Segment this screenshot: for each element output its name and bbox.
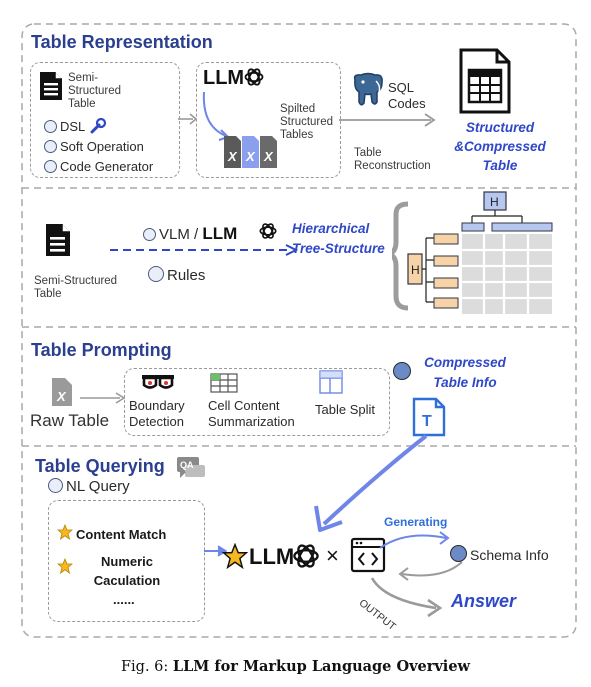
- tree-semi-structured-label: Semi-Structured Table: [34, 275, 118, 300]
- option-code-generator: Code Generator: [44, 159, 153, 174]
- glasses-icon: [142, 375, 174, 389]
- rep-llm-label: LLM: [203, 67, 245, 89]
- table-split-icon: [319, 370, 343, 394]
- rules-bullet-icon: [148, 266, 164, 282]
- compressed-bullet-icon: [393, 362, 411, 380]
- query-llm-label: LLM: [249, 544, 295, 569]
- query-content-match: Content Match: [76, 527, 167, 542]
- star-icon: [57, 558, 73, 574]
- prompting-steps-box: [124, 368, 390, 436]
- raw-table-file-icon: X: [52, 378, 72, 406]
- query-openai-logo-icon: [293, 544, 319, 568]
- caption-text: LLM for Markup Language Overview: [172, 658, 471, 675]
- svg-text:X: X: [227, 149, 238, 164]
- nl-query-bullet-icon: [48, 478, 63, 493]
- sql-codes-label: SQL Codes: [388, 80, 426, 111]
- prompting-arrow-1: [80, 392, 126, 404]
- split-files-icon: X X X: [224, 136, 277, 168]
- option-dsl-bullet-icon: [44, 120, 57, 133]
- rep-arrow-1: [178, 113, 198, 125]
- option-code-bullet-icon: [44, 160, 57, 173]
- schema-info-label: Schema Info: [450, 545, 549, 563]
- vlm-bullet-icon: [143, 228, 156, 241]
- rep-arrow-2: [339, 113, 436, 127]
- generating-label: Generating: [384, 515, 448, 529]
- structured-table-icon: [459, 48, 511, 114]
- option-soft-bullet-icon: [44, 140, 57, 153]
- openai-logo-icon: [244, 68, 264, 86]
- step-cell-summarization: Cell Content Summarization: [208, 398, 295, 429]
- code-window-icon: [350, 537, 386, 573]
- svg-text:X: X: [56, 389, 67, 404]
- reconstruction-label: Table Reconstruction: [354, 147, 431, 172]
- caption-prefix: Fig. 6:: [120, 659, 169, 675]
- document-icon: [40, 72, 62, 100]
- compressed-to-llm-arrow: [314, 434, 428, 532]
- schema-bullet-icon: [450, 545, 467, 562]
- rules-label: Rules: [148, 266, 205, 284]
- svg-text:T: T: [422, 413, 432, 430]
- generating-arrow: [379, 531, 450, 549]
- compressed-info-label: Compressed Table Info: [424, 355, 506, 390]
- vlm-llm-label: VLM / LLM: [143, 224, 237, 244]
- tree-diagram: H H: [392, 191, 553, 314]
- qa-chat-icon: QA: [177, 457, 205, 478]
- step-boundary-detection: Boundary Detection: [129, 398, 185, 429]
- rep-semi-structured-label: Semi-Structured Table: [68, 72, 122, 110]
- nl-query-label: NL Query: [48, 478, 130, 495]
- tree-document-icon: [46, 224, 70, 256]
- figure-caption: Fig. 6: LLM for Markup Language Overview: [0, 658, 591, 675]
- svg-text:X: X: [245, 149, 256, 164]
- query-numeric-calculation: Numeric Caculation: [93, 554, 161, 588]
- times-symbol: ×: [326, 543, 339, 568]
- svg-text:H: H: [490, 195, 499, 209]
- step-table-split: Table Split: [315, 402, 375, 417]
- structured-compressed-label: Structured &Compressed Table: [454, 120, 546, 173]
- svg-text:H: H: [411, 263, 420, 277]
- split-tables-label: Spilted Structured Tables: [280, 103, 334, 141]
- tree-dashed-arrow: [110, 244, 298, 256]
- svg-text:X: X: [263, 149, 274, 164]
- output-arrow: [370, 577, 443, 618]
- wrench-icon: [90, 117, 107, 134]
- tree-openai-logo-icon: [259, 223, 277, 239]
- t-document-icon: T: [412, 397, 446, 437]
- star-icon: [57, 524, 73, 540]
- query-to-llm-arrow: [204, 545, 228, 557]
- section-title-querying: Table Querying: [35, 456, 165, 476]
- postgres-elephant-icon: [353, 72, 383, 106]
- option-soft-operation: Soft Operation: [44, 139, 144, 154]
- option-dsl: DSL: [44, 119, 85, 134]
- rep-input-box: [30, 62, 180, 178]
- cell-summary-icon: [210, 373, 238, 393]
- query-types-box: [48, 500, 205, 622]
- section-title-prompting: Table Prompting: [31, 340, 172, 360]
- section-title-representation: Table Representation: [31, 32, 213, 52]
- schema-return-arrow: [398, 561, 463, 581]
- answer-label: Answer: [451, 591, 517, 611]
- raw-table-label: Raw Table: [30, 411, 110, 430]
- query-ellipsis: ......: [113, 592, 135, 607]
- llm-star-icon: [222, 543, 248, 569]
- svg-text:QA: QA: [180, 460, 194, 470]
- hierarchical-tree-label: Hierarchical Tree-Structure: [292, 221, 385, 256]
